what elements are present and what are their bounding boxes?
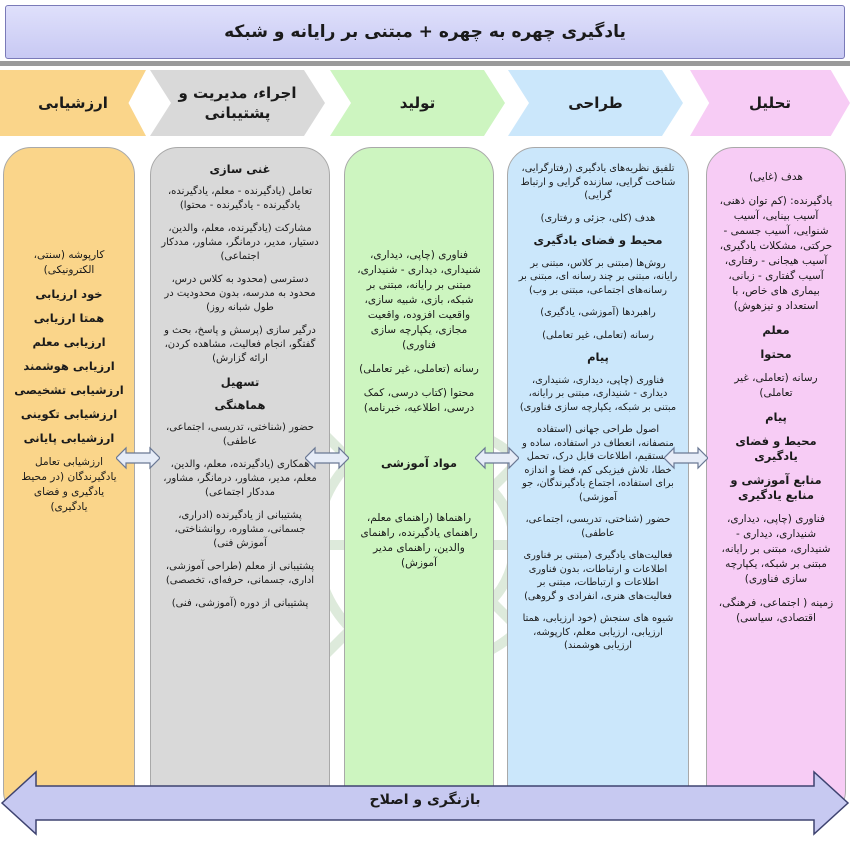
column-implementation: غنی سازی تعامل (یادگیرنده - معلم، یادگیر… <box>150 147 330 819</box>
list-item: شیوه های سنجش (خود ارزیابی، همتا ارزیابی… <box>522 613 674 651</box>
divider-band <box>0 61 850 66</box>
list-item: مواد آموزشی <box>380 456 457 470</box>
list-item: تلفیق نظریه‌های یادگیری (رفتارگرایی، شنا… <box>520 163 676 201</box>
list-item: فناوری (چاپی، دیداری، شنیداری، دیداری - … <box>519 374 677 413</box>
stage-analysis: تحلیل <box>690 70 850 136</box>
list-item: محتوا <box>760 347 792 361</box>
list-item: اصول طراحی جهانی (استفاده منصفانه، انعطا… <box>522 424 674 503</box>
feedback-arrow-icon <box>0 770 850 836</box>
list-item: پیام <box>587 350 609 364</box>
list-item: همتا ارزیابی <box>33 311 105 325</box>
list-item: مشارکت (یادگیرنده، معلم، والدین، دستیار،… <box>161 223 319 262</box>
list-item: درگیر سازی (پرسش و پاسخ، بحث و گفتگو، ان… <box>164 325 316 364</box>
list-item: رسانه (تعاملی، غیر تعاملی) <box>542 329 654 341</box>
list-item: هدف (غایی) <box>749 171 803 183</box>
column-evaluation: کارپوشه (سنتی، الکترونیکی) خود ارزیابی ه… <box>3 147 135 819</box>
list-item: رسانه (تعاملی، غیر تعاملی) <box>359 363 479 375</box>
list-item: تعامل (یادگیرنده - معلم، یادگیرنده، یادگ… <box>167 186 313 211</box>
list-item: راهبردها (آموزشی، یادگیری) <box>540 307 656 318</box>
list-item: غنی سازی <box>209 162 271 176</box>
list-item: ارزشیابی تعامل یادگیرندگان (در محیط یادگ… <box>21 456 117 513</box>
list-item: منابع آموزشی و منابع یادگیری <box>730 473 822 502</box>
stage-production: تولید <box>330 70 505 136</box>
stage-evaluation: ارزشیابی <box>0 70 146 136</box>
list-item: محیط و فضای یادگیری <box>533 233 663 247</box>
feedback-label: بازنگری و اصلاح <box>369 792 481 808</box>
list-item: هدف (کلی، جزئی و رفتاری) <box>540 212 656 224</box>
list-item: محیط و فضای یادگیری <box>735 434 817 463</box>
list-item: هماهنگی <box>214 398 266 412</box>
double-arrow-icon <box>475 446 519 470</box>
list-item: راهنماها (راهنمای معلم، راهنمای یادگیرند… <box>360 512 478 569</box>
double-arrow-icon <box>305 446 349 470</box>
list-item: رسانه (تعاملی، غیر تعاملی) <box>734 372 818 399</box>
list-item: ارزشیابی تکوینی <box>20 407 118 421</box>
column-design: تلفیق نظریه‌های یادگیری (رفتارگرایی، شنا… <box>507 147 689 819</box>
list-item: پیام <box>765 410 787 424</box>
column-production: فناوری (چاپی، دیداری، شنیداری، دیداری - … <box>344 147 494 819</box>
list-item: فعالیت‌های یادگیری (مبتنی بر فناوری اطلا… <box>523 550 673 602</box>
column-analysis: هدف (غایی) یادگیرنده: (کم توان ذهنی، آسی… <box>706 147 846 819</box>
list-item: همکاری (یادگیرنده، معلم، والدین، معلم، م… <box>163 459 317 498</box>
list-item: ارزشیابی تشخیصی <box>14 383 124 397</box>
list-item: معلم <box>762 323 790 337</box>
list-item: پشتیبانی از دوره (آموزشی، فنی) <box>171 598 309 609</box>
double-arrow-icon <box>116 446 160 470</box>
list-item: کارپوشه (سنتی، الکترونیکی) <box>33 249 105 276</box>
double-arrow-icon <box>664 446 708 470</box>
list-item: پشتیبانی از معلم (طراحی آموزشی، اداری، ج… <box>165 561 315 586</box>
list-item: یادگیرنده: (کم توان ذهنی، آسیب بینایی، آ… <box>719 195 833 312</box>
list-item: حضور (شناختی، تدریسی، اجتماعی، عاطفی) <box>525 514 671 539</box>
list-item: فناوری (چاپی، دیداری، شنیداری، دیداری - … <box>357 249 481 351</box>
list-item: محتوا (کتاب درسی، کمک درسی، اطلاعیه، خبر… <box>363 387 475 414</box>
stage-implementation: اجراء، مدیریت و پشتیبانی <box>150 70 325 136</box>
list-item: حضور (شناختی، تدریسی، اجتماعی، عاطفی) <box>166 422 314 447</box>
list-item: تسهیل <box>220 375 260 389</box>
list-item: ارزشیابی پایانی <box>23 431 115 445</box>
list-item: فناوری (چاپی، دیداری، شنیداری، دیداری - … <box>721 513 831 585</box>
diagram-title: یادگیری چهره به چهره + مبتنی بر رایانه و… <box>5 5 845 59</box>
list-item: ارزیابی هوشمند <box>23 359 115 373</box>
list-item: خود ارزیابی <box>35 287 103 301</box>
list-item: دسترسی (محدود به کلاس درس، محدود به مدرس… <box>164 274 316 313</box>
list-item: ارزیابی معلم <box>32 335 106 349</box>
stage-design: طراحی <box>508 70 683 136</box>
list-item: پشتیبانی از یادگیرنده (ادراری، جسمانی، م… <box>174 510 306 549</box>
list-item: روش‌ها (مبتنی بر کلاس، مبتنی بر رایانه، … <box>518 257 678 296</box>
list-item: زمینه ( اجتماعی، فرهنگی، اقتصادی، سیاسی) <box>718 597 834 624</box>
